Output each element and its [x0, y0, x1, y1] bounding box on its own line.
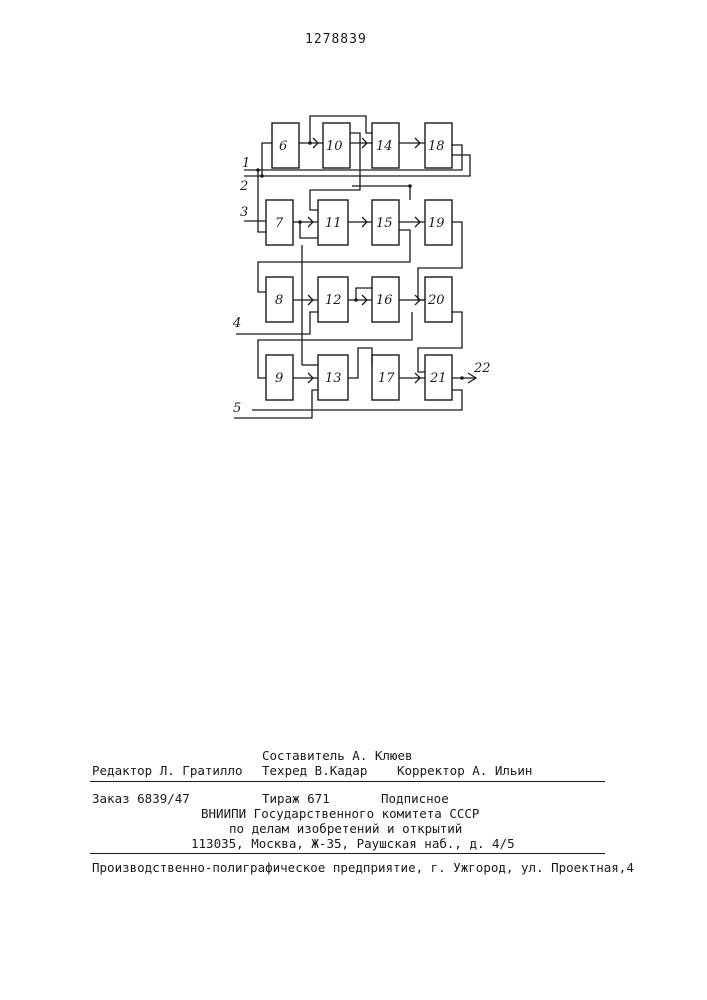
compiler-line: Составитель А. Клюев — [262, 748, 413, 763]
block-label: 21 — [429, 371, 447, 386]
divider-top — [90, 781, 605, 782]
input-label-4: 4 — [232, 316, 241, 331]
block-label: 20 — [427, 293, 445, 308]
input-label-5: 5 — [233, 401, 241, 416]
block-label: 12 — [325, 293, 342, 308]
block-label: 7 — [275, 216, 284, 231]
corrector-line: Корректор А. Ильин — [397, 763, 532, 778]
block-label: 10 — [326, 139, 343, 154]
block-label: 8 — [275, 293, 283, 308]
organization-line-2: по делам изобретений и открытий — [229, 821, 462, 836]
techred-line: Техред В.Кадар — [262, 763, 367, 778]
input-label-1: 1 — [242, 156, 250, 171]
block-label: 19 — [428, 216, 445, 231]
circulation-line: Тираж 671 — [262, 791, 330, 806]
divider-bottom — [90, 853, 605, 854]
output-label-22: 22 — [473, 361, 491, 376]
block-label: 6 — [279, 139, 287, 154]
block-label: 14 — [376, 139, 393, 154]
subscription-line: Подписное — [381, 791, 449, 806]
address-line: 113035, Москва, Ж-35, Раушская наб., д. … — [191, 836, 515, 851]
editor-line: Редактор Л. Гратилло — [92, 763, 243, 778]
block-label: 15 — [376, 216, 393, 231]
block-label: 16 — [376, 293, 393, 308]
block-label: 18 — [428, 139, 445, 154]
block-label: 11 — [325, 216, 342, 231]
block-label: 9 — [275, 371, 283, 386]
block-label: 13 — [325, 371, 342, 386]
printer-line: Производственно-полиграфическое предприя… — [92, 860, 634, 875]
input-label-3: 3 — [240, 205, 248, 220]
order-line: Заказ 6839/47 — [92, 791, 190, 806]
organization-line-1: ВНИИПИ Государственного комитета СССР — [201, 806, 479, 821]
block-label: 17 — [378, 371, 395, 386]
input-label-2: 2 — [239, 179, 248, 194]
arrowheads — [308, 138, 476, 383]
